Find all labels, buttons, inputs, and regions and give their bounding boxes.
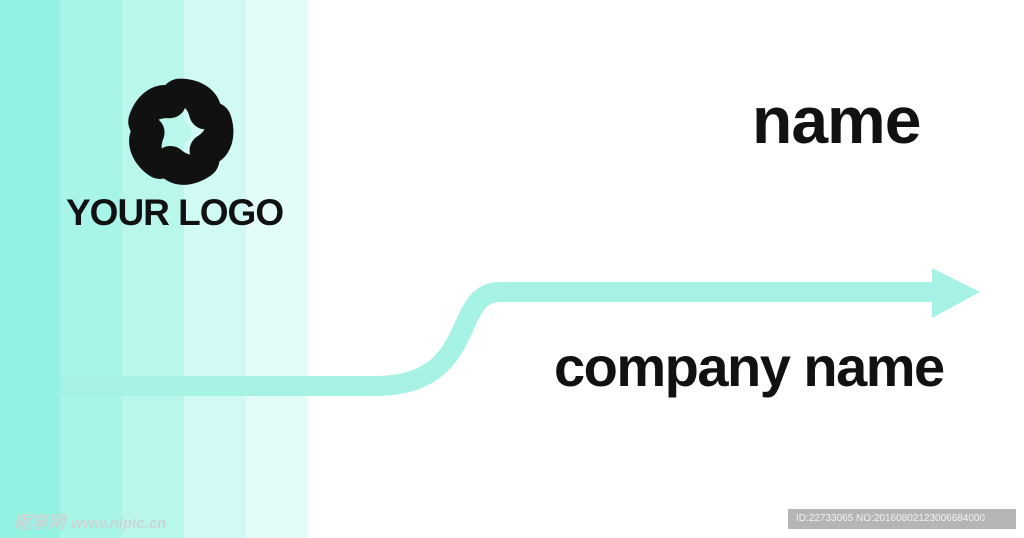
stripe-2: [60, 0, 122, 538]
watermark: 昵享网 www.nipic.cn: [14, 508, 166, 533]
swirl-flower-icon: [128, 78, 234, 185]
watermark-brand: 昵享网: [14, 513, 65, 532]
stripe-5: [246, 0, 308, 538]
company-name-text: company name: [554, 335, 945, 398]
image-id-bar: ID:22733065 NO:20160802123006684000: [788, 509, 1016, 529]
watermark-url: www.nipic.cn: [71, 515, 167, 532]
name-text: name: [752, 83, 921, 157]
logo-text: YOUR LOGO: [66, 192, 284, 233]
stripe-1: [0, 0, 60, 538]
accent-stripes: [0, 0, 308, 538]
